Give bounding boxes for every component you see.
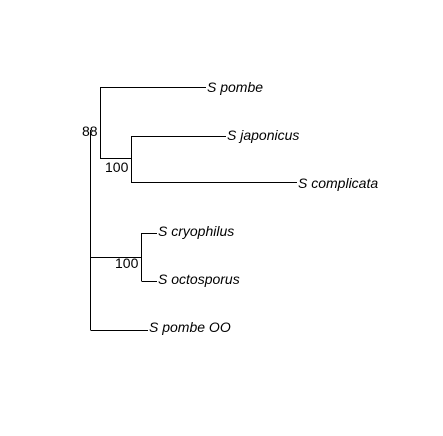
taxon-label-s-pombe: S pombe bbox=[207, 79, 263, 95]
taxon-label-s-complicata: S complicata bbox=[298, 175, 378, 191]
support-value-88: 88 bbox=[82, 123, 98, 139]
taxon-label-s-cryophilus: S cryophilus bbox=[158, 223, 234, 239]
taxon-label-s-japonicus: S japonicus bbox=[227, 127, 299, 143]
support-value-100-lower: 100 bbox=[115, 255, 139, 271]
support-value-100-upper: 100 bbox=[105, 159, 129, 175]
taxon-label-s-pombe-oo: S pombe OO bbox=[149, 319, 231, 335]
taxon-label-s-octosporus: S octosporus bbox=[158, 271, 240, 287]
